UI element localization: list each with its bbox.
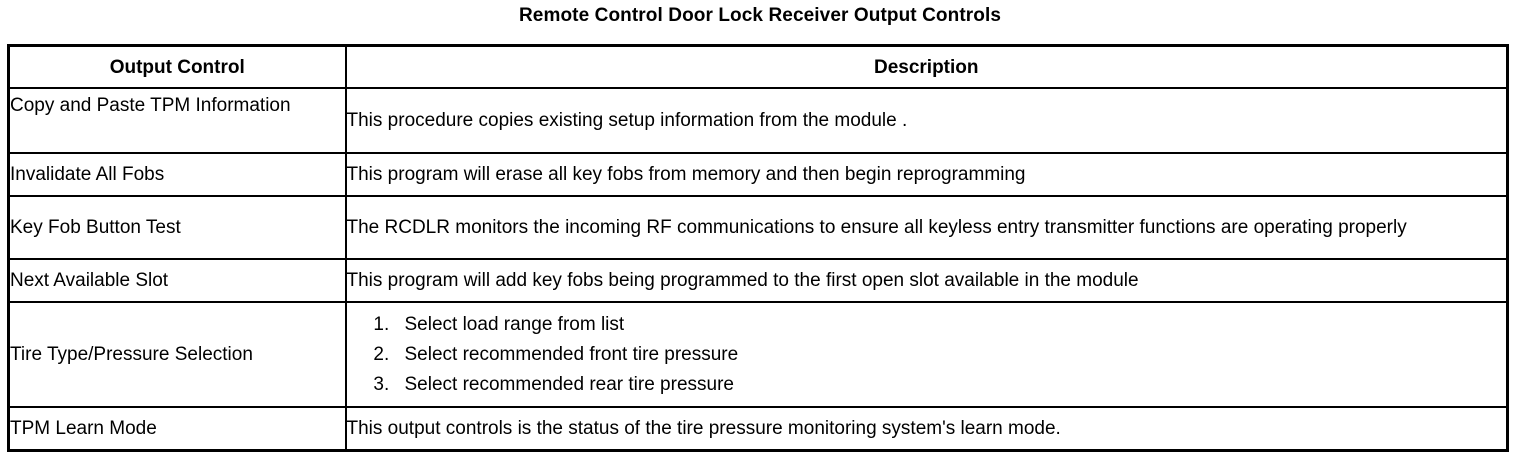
- list-item: Select recommended front tire pressure: [395, 340, 1507, 370]
- output-control-description: Select load range from list Select recom…: [344, 301, 1509, 408]
- output-control-name: TPM Learn Mode: [7, 406, 347, 451]
- output-control-name: Next Available Slot: [7, 258, 347, 303]
- column-header-output-control: Output Control: [7, 44, 347, 89]
- output-control-description: This program will erase all key fobs fro…: [344, 152, 1509, 197]
- output-control-description: This procedure copies existing setup inf…: [344, 87, 1509, 154]
- table-body: Copy and Paste TPM Information This proc…: [7, 87, 1509, 451]
- list-item: Select recommended rear tire pressure: [395, 370, 1507, 400]
- table-row: TPM Learn Mode This output controls is t…: [7, 406, 1509, 451]
- table-container: Output Control Description Copy and Past…: [7, 44, 1509, 452]
- table-header-row: Output Control Description: [7, 44, 1509, 89]
- column-header-description: Description: [344, 44, 1509, 89]
- table-row: Invalidate All Fobs This program will er…: [7, 152, 1509, 197]
- output-control-description: The RCDLR monitors the incoming RF commu…: [344, 195, 1509, 260]
- output-control-description: This output controls is the status of th…: [344, 406, 1509, 451]
- table-row: Tire Type/Pressure Selection Select load…: [7, 301, 1509, 408]
- output-control-description: This program will add key fobs being pro…: [344, 258, 1509, 303]
- table-header: Output Control Description: [7, 44, 1509, 89]
- output-control-name: Copy and Paste TPM Information: [7, 87, 347, 154]
- tire-pressure-step-list: Select load range from list Select recom…: [347, 310, 1507, 400]
- output-controls-table: Output Control Description Copy and Past…: [7, 44, 1509, 452]
- table-row: Copy and Paste TPM Information This proc…: [7, 87, 1509, 154]
- page-title: Remote Control Door Lock Receiver Output…: [518, 5, 1002, 26]
- output-control-name: Tire Type/Pressure Selection: [7, 301, 347, 408]
- table-row: Next Available Slot This program will ad…: [7, 258, 1509, 303]
- output-control-name: Invalidate All Fobs: [7, 152, 347, 197]
- output-control-name: Key Fob Button Test: [7, 195, 347, 260]
- table-row: Key Fob Button Test The RCDLR monitors t…: [7, 195, 1509, 260]
- list-item: Select load range from list: [395, 310, 1507, 340]
